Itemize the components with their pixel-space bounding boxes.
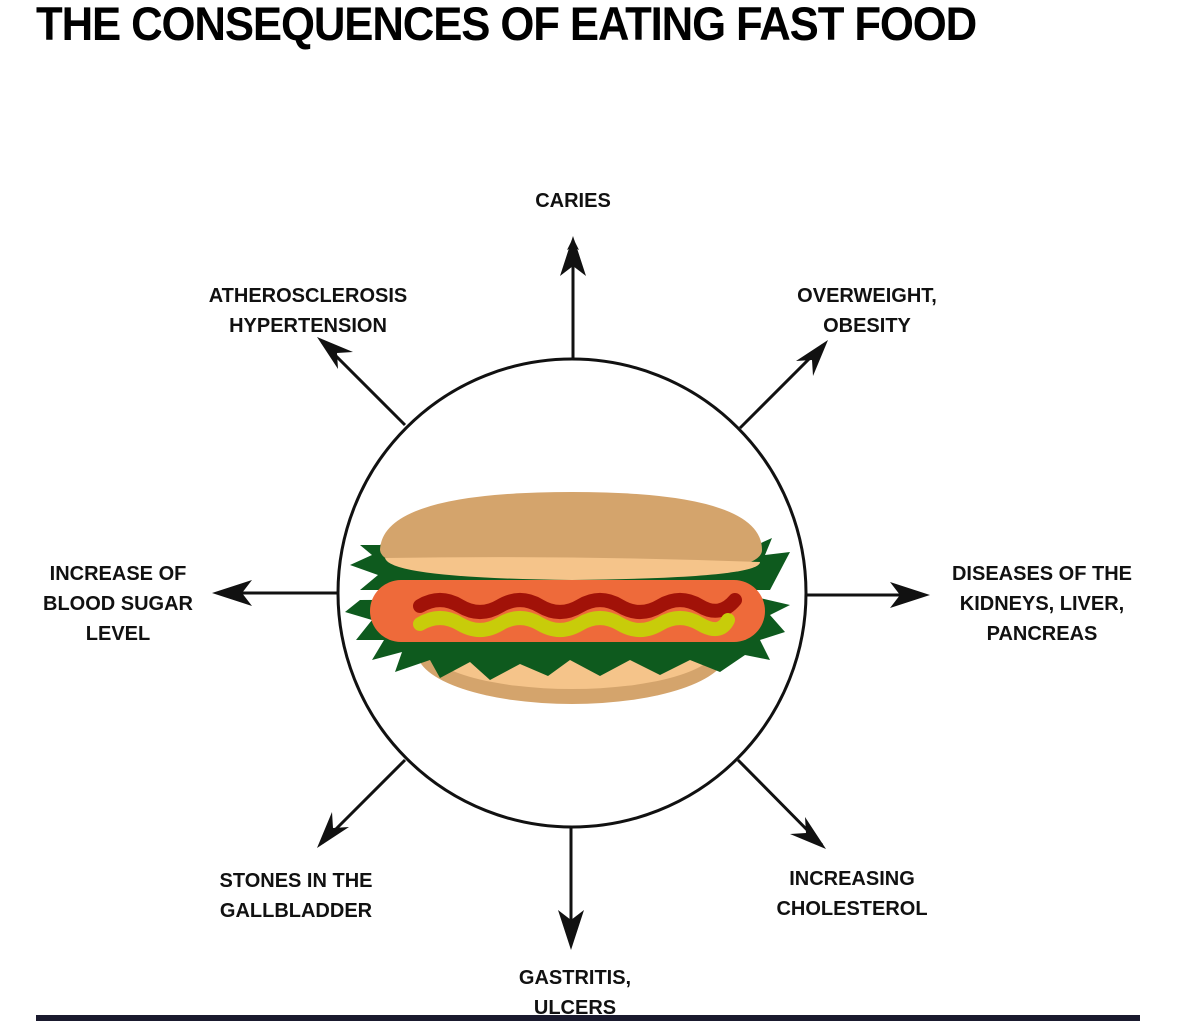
label-gastritis-ulcers: GASTRITIS,ULCERS bbox=[518, 967, 632, 1019]
bottom-divider bbox=[36, 1015, 1140, 1021]
label-overweight-obesity: OVERWEIGHT,OBESITY bbox=[797, 285, 937, 337]
label-caries: CARIES bbox=[535, 190, 611, 212]
page-title: THE CONSEQUENCES OF EATING FAST FOOD bbox=[36, 0, 977, 50]
hot-dog-illustration bbox=[345, 492, 790, 704]
